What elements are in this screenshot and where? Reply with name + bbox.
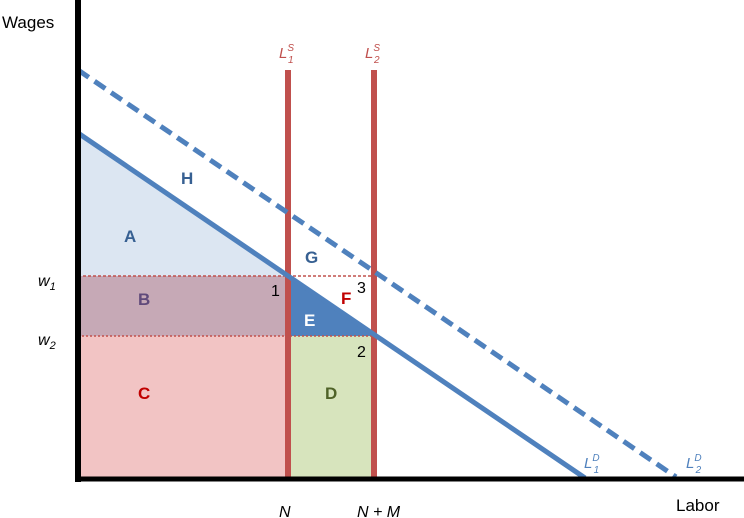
region-f-label: F bbox=[341, 289, 351, 308]
region-b-label: B bbox=[138, 290, 150, 309]
demand-curve-1 bbox=[76, 130, 587, 481]
demand-curve-2 bbox=[76, 67, 678, 480]
x-axis-title: Labor bbox=[676, 496, 720, 515]
region-d-label: D bbox=[325, 384, 337, 403]
region-c-label: C bbox=[138, 384, 150, 403]
y-axis-title: Wages bbox=[2, 13, 54, 32]
n-plus-m-label: N + M bbox=[357, 504, 401, 518]
n-label: N bbox=[279, 504, 291, 518]
w1-label: w1 bbox=[38, 273, 56, 293]
point-1-label: 1 bbox=[271, 283, 280, 300]
region-d-area bbox=[288, 336, 374, 477]
region-b-area bbox=[78, 276, 288, 336]
region-c-area bbox=[78, 336, 288, 477]
region-g-label: G bbox=[305, 248, 318, 267]
point-2-label: 2 bbox=[357, 344, 366, 361]
w2-label: w2 bbox=[38, 332, 56, 352]
region-h-label: H bbox=[181, 169, 193, 188]
region-e-label: E bbox=[304, 311, 315, 330]
region-a-label: A bbox=[124, 227, 136, 246]
point-3-label: 3 bbox=[357, 280, 366, 297]
